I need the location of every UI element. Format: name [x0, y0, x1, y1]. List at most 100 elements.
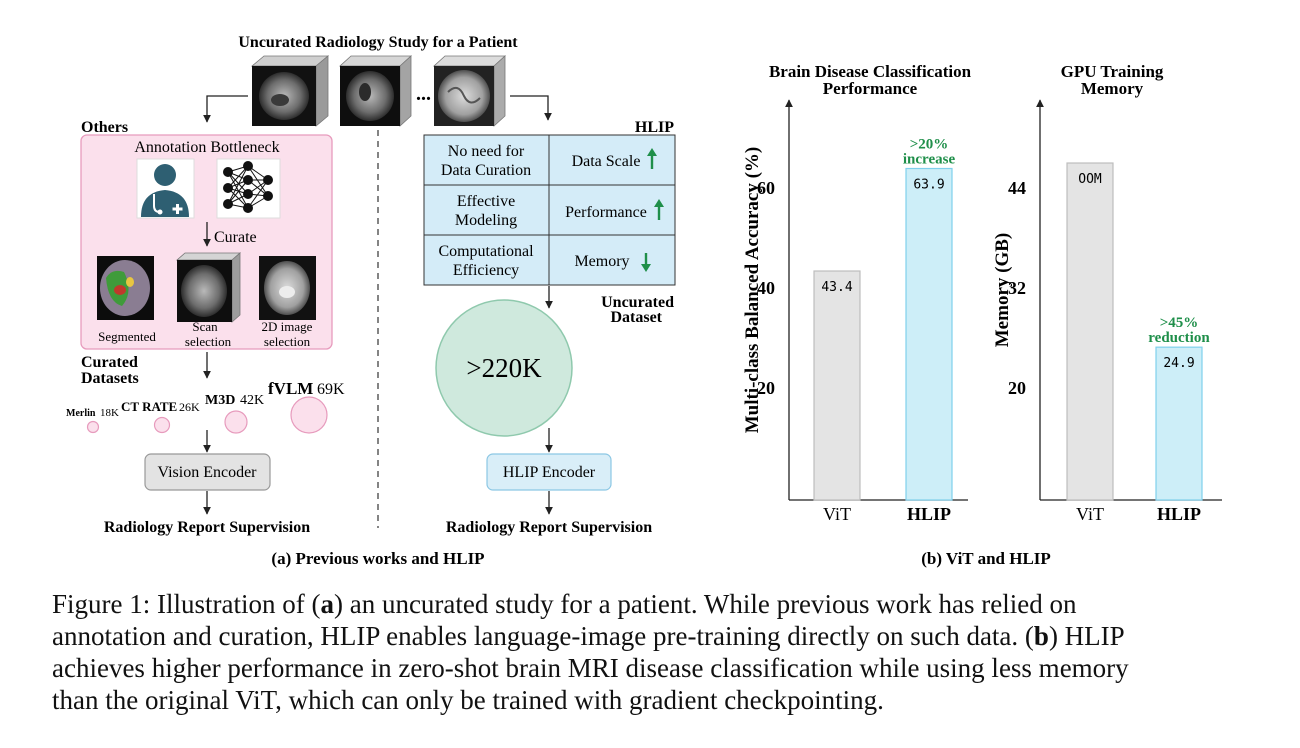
row2-right: Performance — [565, 204, 647, 221]
caption-text: ) an uncurated study for a patient. Whil… — [333, 589, 1077, 619]
dataset-size-bubble — [435, 299, 573, 437]
dataset-bubbles — [86, 396, 328, 434]
caption-text: than the original ViT, which can only be… — [52, 685, 884, 716]
table-text: No need for Data Curation Data Scale Eff… — [438, 143, 646, 279]
mri-volume-1 — [250, 55, 330, 127]
caption-text: achieves higher performance in zero-shot… — [52, 653, 1129, 684]
annotation-line: increase — [903, 152, 956, 168]
bar-value-label: 24.9 — [1163, 356, 1194, 371]
dataset-labels: Merlin 18K CT RATE 26K M3D 42K fVLM 69K — [66, 379, 345, 419]
y-tick-label: 40 — [757, 278, 775, 298]
row3-right: Memory — [574, 253, 629, 270]
dataset-m3d-count: 42K — [240, 393, 264, 408]
row3-left-1: Computational — [438, 243, 534, 260]
caption-line: achieves higher performance in zero-shot… — [52, 652, 1252, 684]
thumb-label-selection: selection — [185, 334, 232, 349]
segmented-thumbnail — [97, 256, 154, 320]
x-tick-label: ViT — [823, 504, 851, 524]
trend-arrows — [641, 148, 664, 272]
row1-left-2: Data Curation — [441, 162, 531, 179]
arrow-to-others — [203, 95, 248, 123]
x-tick-label: HLIP — [1157, 504, 1201, 524]
hlip-advantages-table — [423, 134, 676, 286]
y-axis-label: Memory (GB) — [992, 233, 1013, 347]
x-tick-label: ViT — [1076, 504, 1104, 524]
row1-left-1: No need for — [448, 143, 525, 160]
dataset-ctrate-name: CT RATE — [121, 399, 177, 414]
curate-label: Curate — [214, 229, 257, 246]
caption-text: ) HLIP — [1048, 621, 1125, 652]
caption-text: annotation and curation, HLIP enables la… — [52, 621, 1034, 652]
dataset-merlin-name: Merlin — [66, 408, 96, 419]
y-axis-label: Multi-class Balanced Accuracy (%) — [742, 147, 763, 434]
up-arrow-icon — [647, 148, 657, 169]
subcaption-a: (a) Previous works and HLIP — [271, 549, 484, 568]
thumbnail-labels: Segmented Scan selection 2D image select… — [98, 319, 313, 349]
up-arrow-icon — [654, 199, 664, 220]
bar-charts: Brain Disease ClassificationPerformanceM… — [742, 62, 1222, 524]
thumb-label-segmented: Segmented — [98, 329, 156, 344]
chart-1: Brain Disease ClassificationPerformanceM… — [742, 62, 972, 524]
caption-line: Figure 1: Illustration of (a) an uncurat… — [52, 588, 1252, 620]
annotation-line: >20% — [910, 137, 949, 153]
caption-line: annotation and curation, HLIP enables la… — [52, 620, 1252, 652]
vision-encoder-label: Vision Encoder — [157, 464, 257, 481]
caption-line: than the original ViT, which can only be… — [52, 684, 1252, 716]
curated-label-1: Curated — [81, 354, 138, 371]
bar — [905, 167, 953, 501]
row1-right: Data Scale — [572, 153, 641, 170]
chart-title: Memory — [1081, 79, 1144, 98]
uncurated-dataset-1: Uncurated — [601, 294, 674, 311]
hlip-encoder-box — [486, 453, 612, 491]
chart-title: GPU Training — [1061, 62, 1164, 81]
mri-volume-2 — [338, 55, 413, 127]
chart-title: Brain Disease Classification — [769, 62, 972, 81]
caption-text: Figure 1: Illustration of ( — [52, 589, 321, 619]
arrow-to-hlip — [510, 95, 552, 121]
bar-value-label: OOM — [1078, 172, 1102, 187]
row2-left-1: Effective — [457, 193, 515, 210]
row3-left-2: Efficiency — [453, 262, 519, 279]
left-supervision: Radiology Report Supervision — [104, 519, 310, 536]
thumb-label-selection-2: selection — [264, 334, 311, 349]
annotation-line: reduction — [1148, 330, 1210, 346]
figure-canvas: Uncurated Radiology Study for a Patient … — [66, 34, 1222, 568]
dataset-fvlm-count: 69K — [317, 381, 345, 398]
y-tick-label: 60 — [757, 178, 775, 198]
bar — [1066, 162, 1114, 501]
uncurated-dataset-2: Dataset — [610, 309, 662, 326]
bottleneck-title: Annotation Bottleneck — [134, 139, 279, 156]
bar-value-label: 43.4 — [821, 280, 852, 295]
dataset-size: >220K — [466, 353, 542, 383]
bar — [1155, 346, 1203, 501]
subcaption-b: (b) ViT and HLIP — [921, 549, 1051, 568]
down-arrow-icon — [641, 253, 651, 272]
chart-title: Performance — [823, 79, 918, 98]
dataset-fvlm-name: fVLM — [268, 379, 313, 398]
row2-left-2: Modeling — [455, 212, 517, 229]
vision-encoder-box — [144, 453, 271, 491]
y-tick-label: 32 — [1008, 278, 1026, 298]
y-tick-label: 20 — [757, 378, 775, 398]
y-tick-label: 44 — [1008, 178, 1026, 198]
dataset-m3d-name: M3D — [205, 393, 235, 408]
dataset-ctrate-count: 26K — [179, 400, 200, 414]
hlip-encoder-label: HLIP Encoder — [503, 464, 596, 481]
study-title: Uncurated Radiology Study for a Patient — [238, 34, 518, 51]
bar-value-label: 63.9 — [913, 178, 944, 193]
right-supervision: Radiology Report Supervision — [446, 519, 652, 536]
mri-volume-3 — [432, 55, 507, 127]
doctor-icon — [136, 158, 195, 219]
2d-image-thumbnail — [259, 256, 316, 320]
ellipsis: ... — [416, 83, 431, 105]
caption-bold: b — [1033, 621, 1049, 652]
caption-bold: a — [320, 589, 334, 619]
curated-label-2: Datasets — [81, 370, 139, 387]
annotation-line: >45% — [1160, 315, 1199, 331]
figure-caption: Figure 1: Illustration of (a) an uncurat… — [52, 588, 1252, 717]
dataset-merlin-count: 18K — [100, 407, 119, 419]
hlip-label: HLIP — [635, 119, 674, 136]
x-tick-label: HLIP — [907, 504, 951, 524]
bar — [813, 270, 861, 501]
others-label: Others — [81, 119, 128, 136]
